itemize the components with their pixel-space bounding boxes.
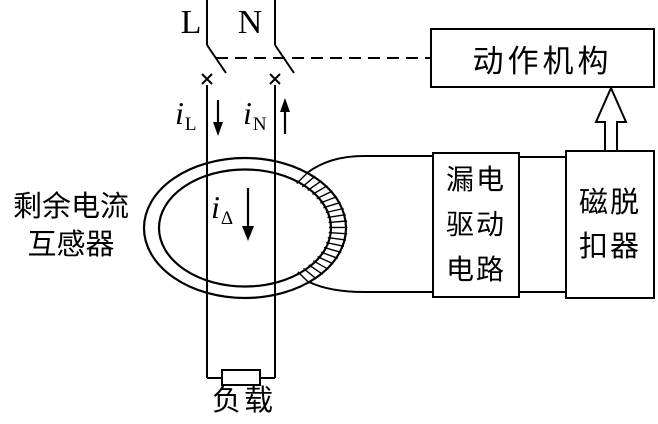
load-caption: 负载 (211, 385, 276, 417)
drive-box-line3: 电路 (445, 254, 506, 286)
winding-hatches (296, 171, 348, 284)
magnetic-trip-box: 磁脱 扣器 (565, 150, 655, 299)
winding-lead-bottom (308, 281, 433, 293)
neutral-current-arrow (280, 98, 290, 134)
transformer-caption-line1: 剩余电流 (12, 191, 129, 223)
terminal-label-live: L (180, 4, 202, 41)
trip-box-line2: 扣器 (578, 230, 641, 263)
winding-lead-top (306, 155, 433, 174)
current-residual-symbol: i (211, 189, 220, 225)
load-resistor-symbol (221, 369, 261, 386)
live-current-arrow (213, 100, 223, 136)
current-label-neutral: iN (243, 97, 267, 134)
transformer-caption-line2: 互感器 (27, 229, 115, 261)
transformer-caption: 剩余电流 互感器 (0, 188, 142, 264)
current-residual-subscript: Δ (220, 208, 234, 229)
contact-cross-live (201, 73, 213, 85)
current-neutral-subscript: N (252, 114, 267, 135)
current-label-residual: iΔ (211, 191, 233, 228)
current-live-symbol: i (175, 95, 184, 131)
actuator-box: 动作机构 (430, 28, 655, 88)
terminal-label-neutral: N (237, 4, 263, 41)
drive-box-line1: 漏电 (445, 164, 506, 196)
drive-box-line2: 驱动 (445, 209, 506, 241)
contact-cross-neutral (269, 73, 281, 85)
leakage-drive-circuit-box: 漏电 驱动 电路 (432, 152, 520, 298)
trip-to-actuator-arrow (594, 85, 628, 152)
residual-current-arrow (242, 188, 254, 241)
current-label-live: iL (175, 97, 197, 134)
trip-box-line1: 磁脱 (578, 186, 641, 219)
current-neutral-symbol: i (243, 95, 252, 131)
actuator-box-label: 动作机构 (472, 43, 613, 79)
current-live-subscript: L (184, 114, 197, 135)
